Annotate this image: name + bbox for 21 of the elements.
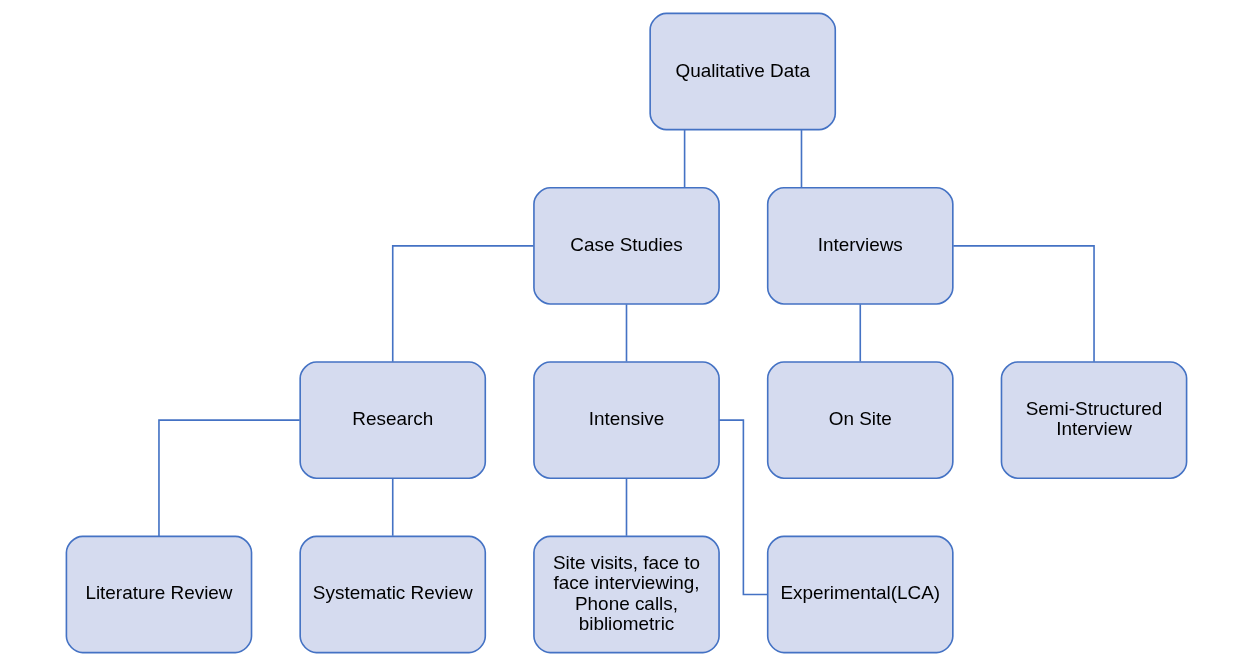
connector: [391, 477, 394, 537]
node-box: On Site: [766, 361, 954, 480]
node-box: Experimental(LCA): [766, 535, 954, 654]
connector: [717, 419, 768, 596]
connector: [625, 477, 627, 537]
node-box: Research: [298, 361, 486, 480]
node-box: Literature Review: [65, 535, 252, 654]
connector: [391, 245, 534, 363]
connector: [157, 419, 300, 537]
connector: [858, 303, 861, 363]
node-box: Site visits, face to face interviewing, Phone calls, bibliometric: [532, 535, 720, 654]
connector: [625, 303, 627, 363]
connector: [800, 129, 802, 188]
node-box: Case Studies: [532, 186, 720, 305]
node-box: Intensive: [532, 361, 720, 480]
node-box: Qualitative Data: [648, 12, 836, 131]
node-box: Semi-Structured Interview: [1000, 361, 1187, 480]
connector: [683, 129, 685, 188]
connector: [952, 245, 1095, 363]
node-box: Interviews: [766, 186, 954, 305]
node-box: Systematic Review: [298, 535, 486, 654]
